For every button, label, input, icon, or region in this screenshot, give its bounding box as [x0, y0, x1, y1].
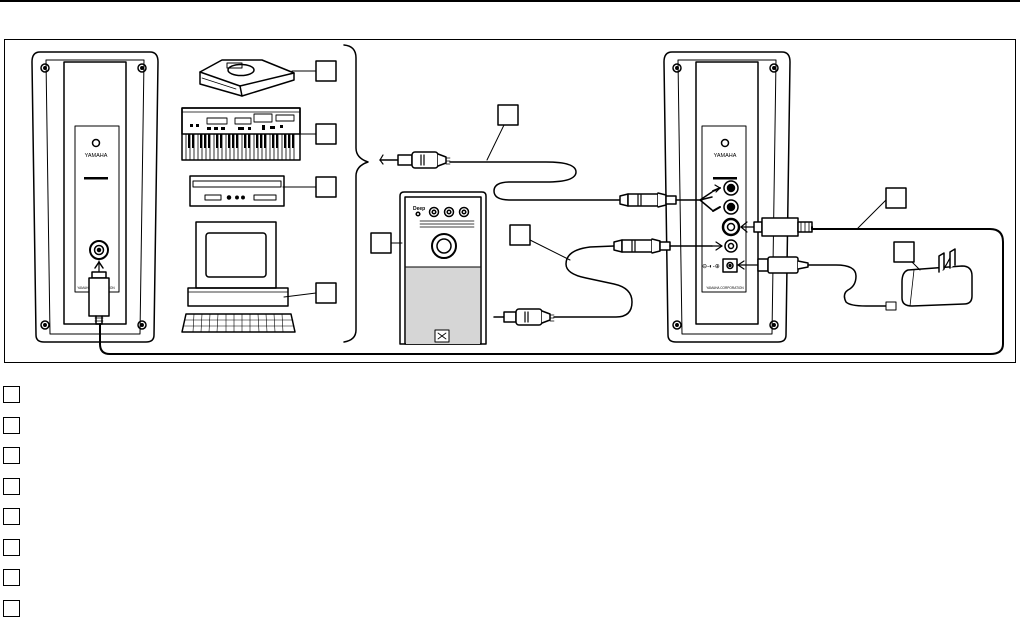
- right-speaker-brand: YAMAHA: [714, 153, 737, 159]
- callout-box-subwoofer-cable: [509, 224, 531, 246]
- ac-adapter: [901, 248, 973, 307]
- left-speaker-brand: YAMAHA: [85, 153, 108, 159]
- callout-box-cd-player: [315, 60, 337, 82]
- cd-player: [199, 59, 295, 97]
- key-item-4: [3, 477, 20, 509]
- callout-box-ac-adapter: [893, 241, 915, 263]
- key-item-6: [3, 538, 20, 570]
- cd-rom-drive: [189, 175, 285, 207]
- callout-box-computer: [315, 282, 337, 304]
- subwoofer-label: Deep: [413, 206, 425, 212]
- cable-subwoofer: [493, 238, 723, 326]
- subwoofer-knob-2[interactable]: [443, 206, 455, 218]
- key-item-8: [3, 599, 20, 631]
- key-box: [3, 599, 20, 617]
- input-2-jack[interactable]: [724, 239, 738, 253]
- cable-stereo-input: [379, 151, 721, 212]
- callout-box-keyboard: [315, 123, 337, 145]
- top-rule: [0, 0, 1020, 2]
- key-item-1: [3, 386, 20, 417]
- right-speaker-corp: YAMAHA CORPORATION: [706, 286, 744, 290]
- cable-ac-adapter: [737, 256, 897, 311]
- key-item-5: [3, 508, 20, 539]
- right-input-jack-r[interactable]: [723, 199, 739, 215]
- callouts: [282, 60, 921, 304]
- key-box: [3, 386, 20, 403]
- subwoofer: Deep: [399, 191, 487, 345]
- callout-box-speaker-cable: [885, 187, 907, 209]
- right-input-jack-l[interactable]: [723, 180, 739, 196]
- svg-text:⊖-◐-⊕: ⊖-◐-⊕: [702, 264, 720, 270]
- key-box: [3, 538, 20, 556]
- right-speaker: YAMAHA ⊖-◐-⊕ YAMAHA CORPORATION: [663, 51, 791, 343]
- cable-speaker-link: [99, 217, 1004, 355]
- left-speaker-input-jack[interactable]: [89, 240, 109, 260]
- key-item-3: [3, 447, 20, 478]
- computer: [181, 221, 296, 333]
- diagram-frame: [4, 39, 1016, 363]
- subwoofer-knob-3[interactable]: [458, 206, 470, 218]
- callout-box-cd-rom: [315, 176, 337, 198]
- keyboard: [181, 107, 301, 161]
- key-box: [3, 477, 20, 495]
- dc-in-jack[interactable]: [722, 258, 738, 273]
- key-box: [3, 508, 20, 525]
- callout-box-stereo-cable: [497, 104, 519, 126]
- key-box: [3, 447, 20, 464]
- subwoofer-knob-1[interactable]: [428, 206, 440, 218]
- left-speaker: YAMAHA YAMAHA CORPORATION: [31, 51, 159, 343]
- sources-bracket: [343, 44, 369, 343]
- callout-box-subwoofer: [370, 232, 392, 254]
- key-box: [3, 569, 20, 586]
- callout-key-list: [3, 386, 20, 630]
- key-item-2: [3, 416, 20, 448]
- speaker-out-jack[interactable]: [721, 217, 741, 237]
- key-item-7: [3, 569, 20, 600]
- key-box: [3, 416, 20, 434]
